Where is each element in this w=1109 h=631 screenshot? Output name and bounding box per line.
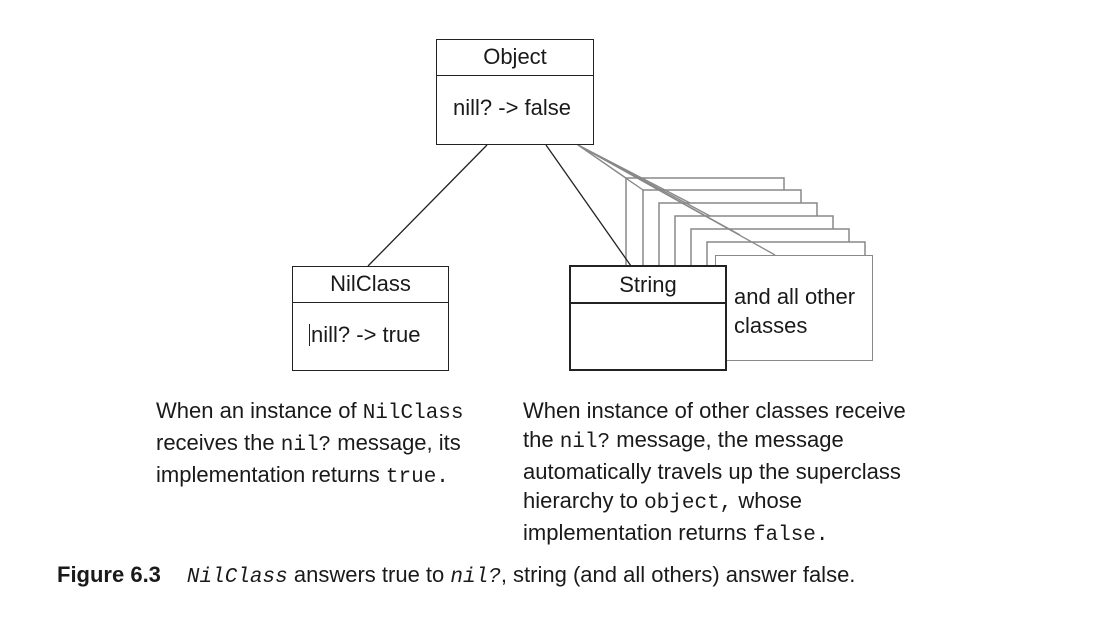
others-box-label: and all other classes (734, 282, 855, 340)
other-classes-note: When instance of other classes receive t… (523, 396, 906, 550)
nilclass-note-line-3: implementation returns true. (156, 460, 464, 492)
nilclass-box: NilClass nill? -> true (292, 266, 449, 371)
caption-text: answers true to (287, 562, 451, 587)
object-class-method: nill? -> false (453, 95, 572, 120)
other-note-line-1: When instance of other classes receive (523, 398, 906, 423)
other-note-line-5: implementation returns false. (523, 518, 906, 550)
others-box (715, 255, 873, 361)
figure-caption: Figure 6.3 NilClass answers true to nil?,… (57, 562, 855, 589)
note-text: implementation returns (523, 520, 753, 545)
nilclass-note: When an instance of NilClass receives th… (156, 396, 464, 492)
note-text: message, its (331, 430, 461, 455)
object-class-title: Object (437, 40, 593, 76)
note-text: When an instance of (156, 398, 363, 423)
object-class-box: Object nill? -> false (436, 39, 594, 145)
other-note-line-3: automatically travels up the superclass (523, 459, 901, 484)
note-text: the (523, 427, 560, 452)
note-code: nil? (559, 431, 611, 454)
other-note-line-2: the nil? message, the message (523, 425, 906, 457)
note-code: NilClass (362, 402, 464, 425)
figure-number: Figure 6.3 (57, 562, 161, 587)
note-code: nil? (280, 434, 332, 457)
nilclass-method-text: nill? -> true (311, 322, 421, 347)
nilclass-note-line-2: receives the nil? message, its (156, 428, 464, 460)
fan-lines (577, 144, 776, 256)
nilclass-note-line-1: When an instance of NilClass (156, 396, 464, 428)
nilclass-title: NilClass (293, 267, 448, 303)
string-class-box: String (569, 265, 727, 371)
note-text: message, the message (610, 427, 844, 452)
caption-text: , string (and all others) answer false. (500, 562, 856, 587)
note-code: false. (752, 524, 829, 547)
string-class-title: String (571, 267, 725, 304)
note-text: hierarchy to (523, 488, 645, 513)
nilclass-method: nill? -> true (293, 303, 448, 367)
note-text: receives the (156, 430, 281, 455)
others-line-2: classes (734, 313, 808, 338)
caption-code: NilClass (186, 566, 288, 589)
inheritance-lines (367, 144, 632, 267)
note-text: whose (732, 488, 802, 513)
text-cursor-icon (309, 324, 310, 346)
note-code: true. (385, 466, 449, 489)
others-line-1: and all other (734, 284, 856, 309)
other-note-line-4: hierarchy to object, whose (523, 486, 906, 518)
note-text: implementation returns (156, 462, 386, 487)
note-code: object, (644, 492, 733, 515)
caption-code: nil? (450, 566, 501, 589)
